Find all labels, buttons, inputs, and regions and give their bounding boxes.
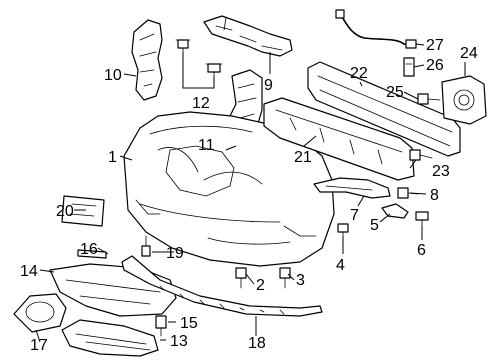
callout-labels: 1 2 3 4 5 6 7 8 9 10 11 12 13 14 15 16 1… <box>20 37 478 354</box>
callout-25: 25 <box>386 84 404 101</box>
callout-24: 24 <box>460 45 478 62</box>
part-4-clip <box>337 223 349 247</box>
callout-13: 13 <box>170 333 188 350</box>
callout-1: 1 <box>108 149 117 166</box>
part-27-harness <box>335 9 417 49</box>
callout-6: 6 <box>417 242 426 259</box>
callout-12: 12 <box>192 95 210 112</box>
callout-4: 4 <box>336 257 345 274</box>
part-15-clip <box>155 315 167 337</box>
part-3-clip <box>279 267 291 289</box>
callout-16: 16 <box>80 241 98 258</box>
callout-2: 2 <box>256 277 265 294</box>
callout-14: 14 <box>20 263 38 280</box>
part-12-clips <box>175 39 223 81</box>
part-13-lower-duct <box>61 319 159 357</box>
part-17-fog-cover <box>13 293 67 333</box>
callout-9: 9 <box>264 77 273 94</box>
callout-23: 23 <box>432 163 450 180</box>
callout-27: 27 <box>426 37 444 54</box>
callout-3: 3 <box>296 272 305 289</box>
part-24-bracket <box>441 75 487 125</box>
part-19-clip <box>141 235 151 257</box>
leader-lines <box>35 43 466 343</box>
part-20-license-bracket <box>61 195 105 227</box>
part-22-reinforcement-beam <box>307 61 461 157</box>
part-9-upper-support <box>203 15 293 57</box>
part-16-strip <box>77 249 107 259</box>
part-10-left-bracket <box>131 19 163 101</box>
callout-26: 26 <box>426 57 444 74</box>
part-23-bolt <box>409 149 433 161</box>
callout-20: 20 <box>56 203 74 220</box>
callout-15: 15 <box>180 315 198 332</box>
callout-8: 8 <box>430 187 439 204</box>
callout-19: 19 <box>166 245 184 262</box>
part-21-absorber <box>263 97 415 181</box>
part-7-side-spacer <box>313 177 391 199</box>
callout-21: 21 <box>294 149 312 166</box>
callout-22: 22 <box>350 65 368 82</box>
callout-5: 5 <box>370 217 379 234</box>
callout-11: 11 <box>198 137 215 154</box>
callout-17: 17 <box>30 337 48 354</box>
part-1-bumper-cover <box>123 111 335 267</box>
part-25-bolt <box>417 93 441 105</box>
callout-18: 18 <box>248 335 266 352</box>
callout-10: 10 <box>104 67 122 84</box>
part-5-bracket <box>381 203 409 219</box>
callout-7: 7 <box>350 207 359 224</box>
part-26-sensor <box>403 57 415 77</box>
part-14-under-cover <box>49 263 177 317</box>
part-2-clip <box>235 267 247 289</box>
part-18-lower-spoiler <box>121 255 323 317</box>
